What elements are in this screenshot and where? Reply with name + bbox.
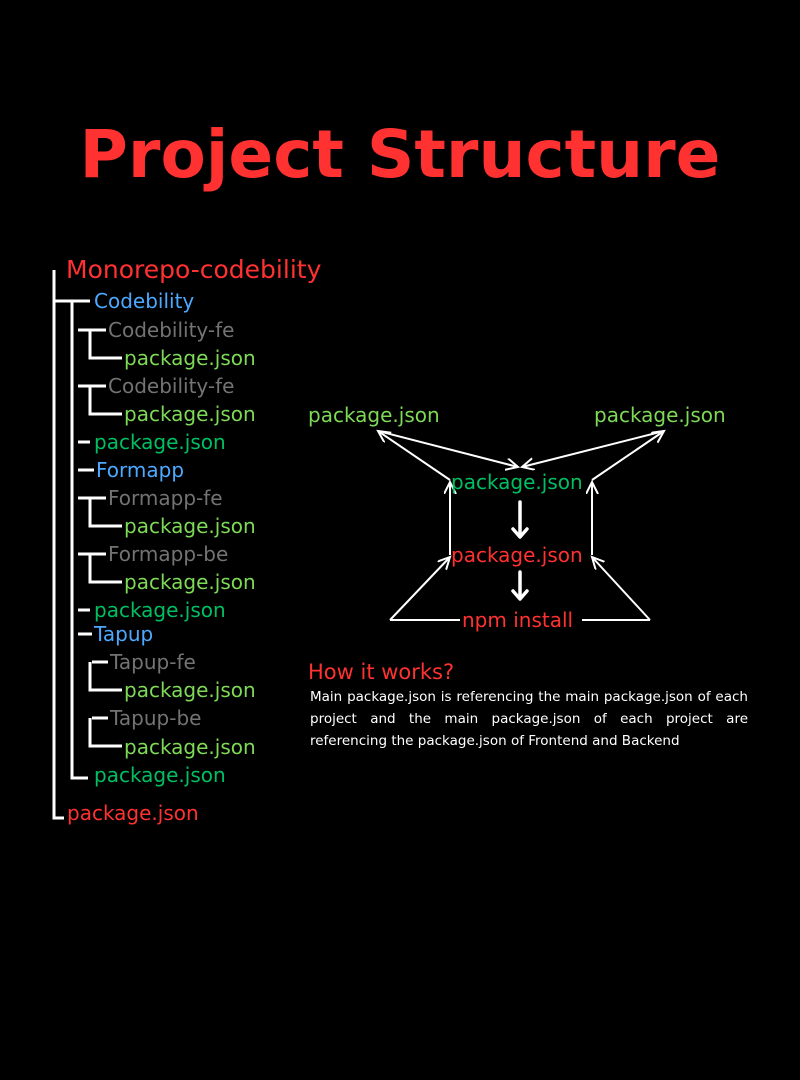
tree-project-formapp: Formapp: [96, 458, 185, 482]
page-title: Project Structure: [79, 116, 721, 193]
tree-subproject: Tapup-fe: [110, 650, 196, 674]
tree-project-file: package.json: [94, 430, 226, 454]
tree-project-tapup: Tapup: [94, 622, 154, 646]
tree-file: package.json: [124, 735, 256, 759]
tree-subproject: Formapp-be: [108, 542, 229, 566]
tree-root: Monorepo-codebility: [66, 255, 322, 284]
tree-subproject: Tapup-be: [110, 706, 202, 730]
flow-top-left-package: package.json: [308, 403, 440, 427]
tree-subproject: Codebility-fe: [108, 374, 235, 398]
tree-project-codebility: Codebility: [94, 289, 195, 313]
tree-file: package.json: [124, 346, 256, 370]
tree-file: package.json: [124, 678, 256, 702]
flow-top-right-package: package.json: [594, 403, 726, 427]
flow-npm-install: npm install: [462, 608, 574, 632]
tree-root-file: package.json: [67, 801, 199, 825]
tree-file: package.json: [124, 514, 256, 538]
tree-file: package.json: [124, 570, 256, 594]
tree-subproject: Formapp-fe: [108, 486, 223, 510]
how-it-works-text: Main package.json is referencing the mai…: [310, 689, 748, 749]
flow-project-main-package: package.json: [451, 470, 583, 494]
tree-project-file: package.json: [94, 763, 226, 787]
how-it-works-title: How it works?: [308, 660, 455, 684]
flow-root-main-package: package.json: [451, 543, 583, 567]
tree-file: package.json: [124, 402, 256, 426]
tree-project-file: package.json: [94, 598, 226, 622]
tree-subproject: Codebility-fe: [108, 318, 235, 342]
